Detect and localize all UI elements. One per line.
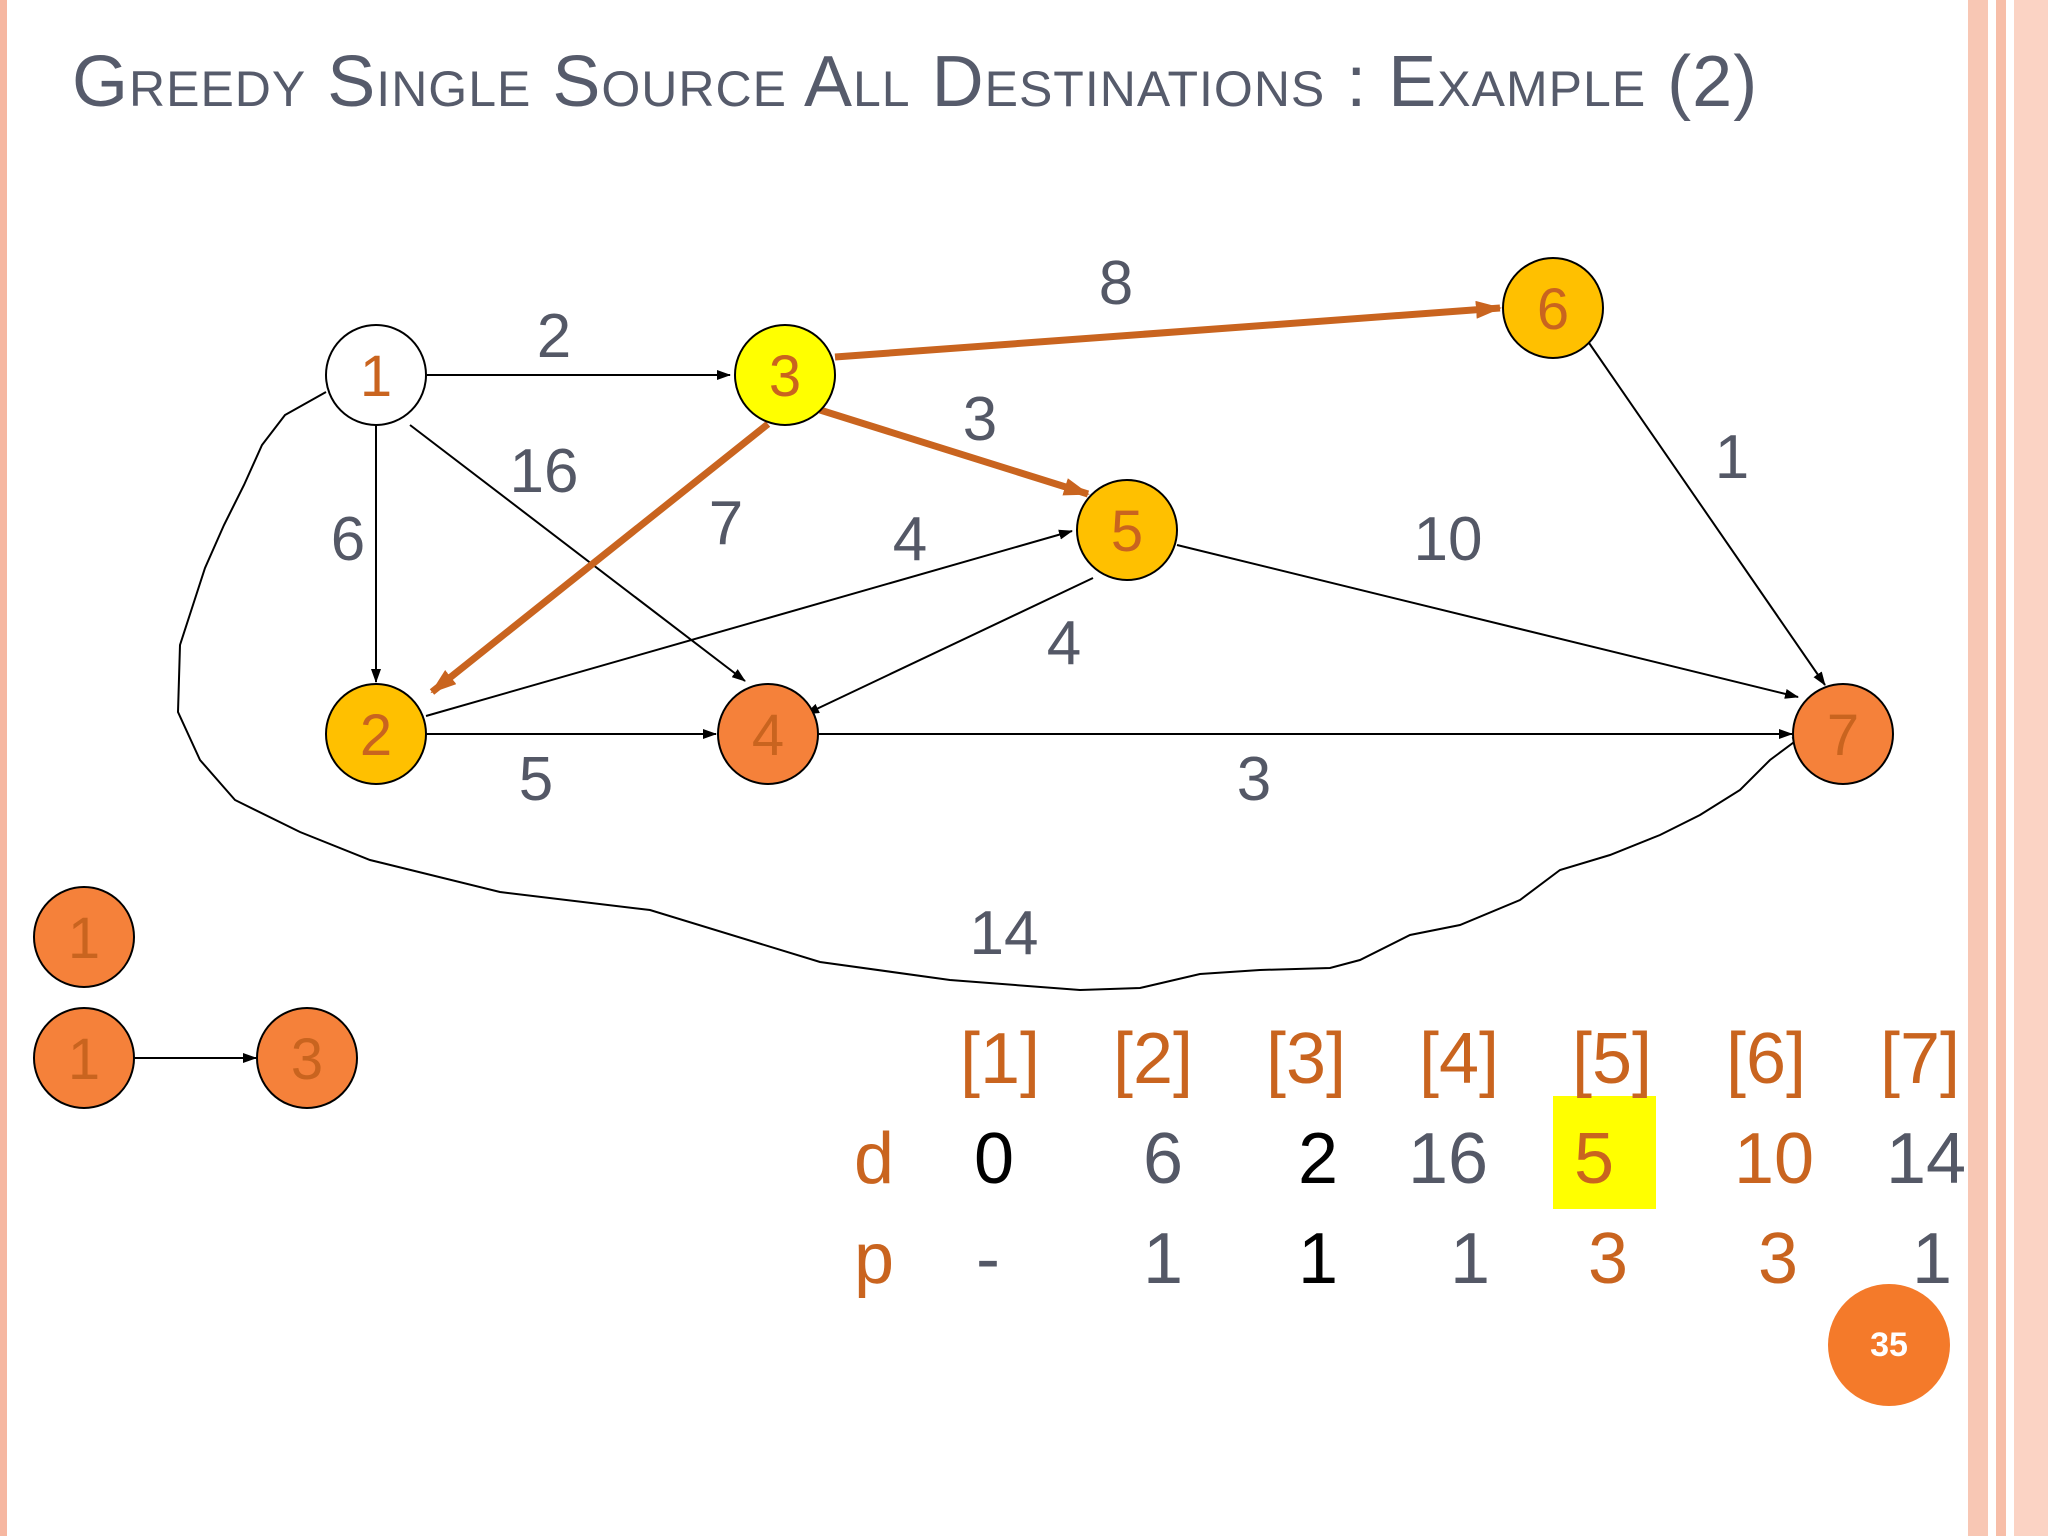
node-2 [325,683,427,785]
weight-2-5: 4 [893,505,927,574]
d-value-1: 0 [974,1119,1014,1199]
edge-5-4 [805,577,1094,715]
p-value-1: - [976,1219,1000,1299]
node-1 [325,324,427,426]
weight-3-2: 7 [709,489,743,558]
p-value-5: 3 [1588,1219,1628,1299]
p-value-2: 1 [1143,1219,1183,1299]
p-value-4: 1 [1450,1219,1490,1299]
path1-node-1-label: 1 [68,906,100,971]
node-3 [734,324,836,426]
node-4-label: 4 [752,703,784,768]
weight-1-7: 14 [970,899,1039,968]
p-value-7: 1 [1912,1219,1952,1299]
weight-3-5: 3 [963,385,997,454]
table-header-5: [5] [1572,1019,1652,1099]
edge-3-6-highlighted [834,300,1502,361]
edge-2-5 [425,529,1073,717]
left-border-rule [0,0,7,1536]
weight-1-2: 6 [331,505,365,574]
table-header-4: [4] [1419,1019,1499,1099]
row-label-p: p [854,1219,894,1299]
slide-title: Greedy Single Source All Destinations : … [72,42,1759,122]
table-header-2: [2] [1113,1019,1193,1099]
edge-6-7 [1586,339,1826,686]
weight-1-4: 16 [510,437,579,506]
node-7-label: 7 [1827,703,1859,768]
edge-3-2-highlighted [429,421,771,695]
weight-4-7: 3 [1237,745,1271,814]
path2-node-1-label: 1 [68,1027,100,1092]
weight-5-7: 10 [1414,505,1483,574]
node-7 [1792,683,1894,785]
path2-node-3-label: 3 [291,1027,323,1092]
weight-3-6: 8 [1099,249,1133,318]
node-1-label: 1 [360,344,392,409]
d-value-2: 6 [1143,1119,1183,1199]
node-6-label: 6 [1537,277,1569,342]
table-header-7: [7] [1880,1019,1960,1099]
edge-1-7 [176,391,1806,992]
weight-1-3: 2 [537,302,571,371]
d-value-4: 16 [1408,1119,1488,1199]
table-header-6: [6] [1726,1019,1806,1099]
weight-2-4: 5 [519,745,553,814]
table-header-1: [1] [960,1019,1040,1099]
node-2-label: 2 [360,703,392,768]
weight-5-4: 4 [1047,609,1081,678]
path2-node-3 [256,1007,358,1109]
node-3-label: 3 [769,344,801,409]
d-value-3: 2 [1298,1119,1338,1199]
node-4 [717,683,819,785]
p-value-3: 1 [1298,1219,1338,1299]
edge-5-7 [1176,544,1799,699]
d-value-5: 5 [1574,1119,1614,1199]
node-5 [1076,479,1178,581]
row-label-d: d [854,1119,894,1199]
table-highlight-d5 [1553,1096,1656,1209]
weight-6-7: 1 [1715,423,1749,492]
edge-1-4 [409,424,746,682]
edge-3-5-highlighted [818,406,1090,498]
node-5-label: 5 [1111,499,1143,564]
path1-node-1 [33,886,135,988]
node-6 [1502,257,1604,359]
d-value-7: 14 [1886,1119,1966,1199]
right-decorative-band [1966,0,2048,1536]
p-value-6: 3 [1758,1219,1798,1299]
table-header-3: [3] [1266,1019,1346,1099]
page-number-badge: 35 [1828,1284,1950,1406]
d-value-6: 10 [1734,1119,1814,1199]
